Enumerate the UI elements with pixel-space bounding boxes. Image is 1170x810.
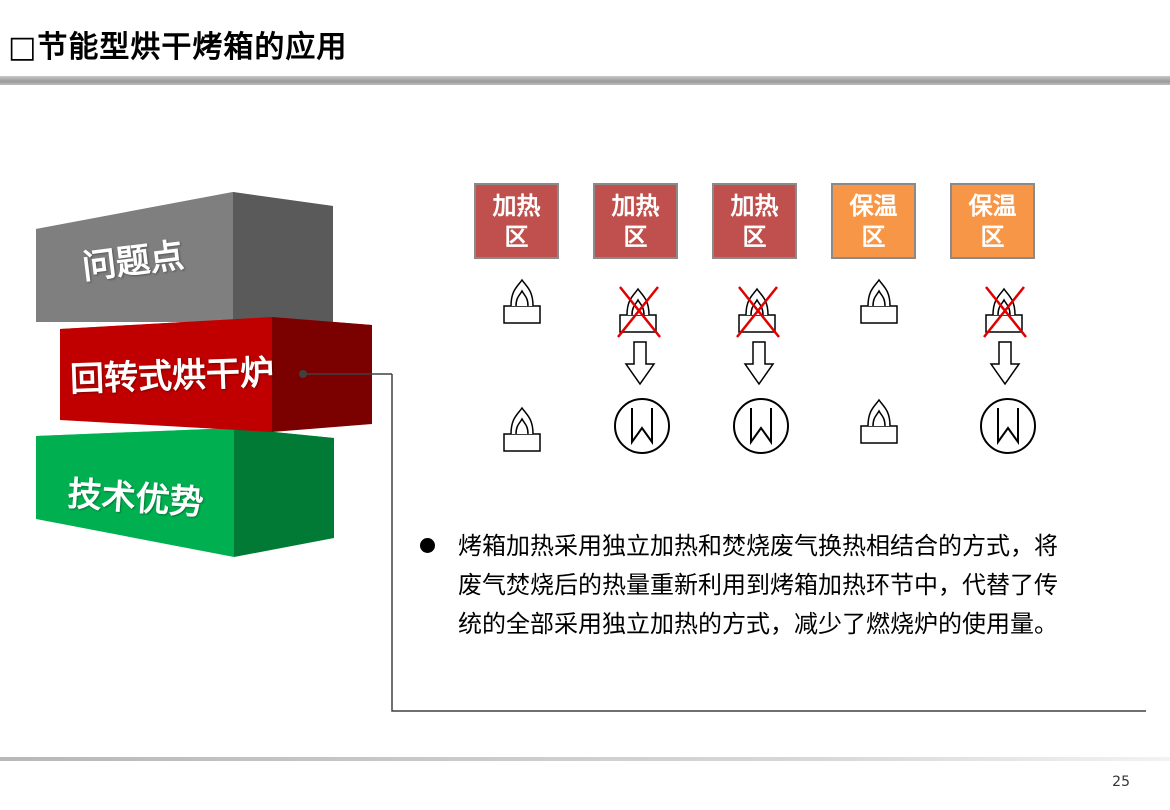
burner-icon-zone-1-lower	[503, 407, 541, 452]
description-text: 烤箱加热采用独立加热和焚烧废气换热相结合的方式，将废气焚烧后的热量重新利用到烤箱…	[458, 532, 1058, 638]
zone-label: 加热	[492, 192, 541, 220]
zone-label: 保温	[849, 192, 898, 220]
block-rotary-dryer-front	[60, 317, 272, 432]
down-arrow-icon-zone-5	[990, 341, 1020, 385]
zone-label: 加热	[730, 192, 779, 220]
zone-label: 区	[623, 223, 648, 251]
block-advantage-front	[36, 428, 234, 557]
zone-label: 加热	[611, 192, 660, 220]
page-title: □节能型烘干烤箱的应用	[8, 30, 348, 65]
zone-label: 区	[980, 223, 1005, 251]
block-label-rotary-dryer: 回转式烘干炉	[69, 352, 275, 400]
block-problem-point-side	[233, 192, 333, 322]
burner-icon-zone-4-lower	[860, 399, 898, 444]
block-problem-point-front	[36, 192, 233, 322]
block-advantage	[36, 428, 334, 557]
heat-exchanger-icon-zone-5	[980, 398, 1036, 454]
burner-disabled-icon-zone-3	[737, 287, 779, 337]
heat-exchanger-icon-zone-3	[733, 398, 789, 454]
bullet-icon	[420, 538, 435, 553]
block-problem-point	[36, 192, 333, 322]
heat-exchanger-icon-zone-2	[614, 398, 670, 454]
block-label-advantage: 技术优势	[66, 474, 205, 524]
footer-divider	[0, 757, 1170, 761]
burner-icon-zone-1	[503, 279, 541, 324]
burner-icon-zone-4	[860, 279, 898, 324]
zone-heating-3: 加热 区	[712, 183, 797, 259]
zone-label: 保温	[968, 192, 1017, 220]
zone-insulation-1: 保温 区	[831, 183, 916, 259]
connector-line	[299, 370, 1146, 712]
zone-label: 区	[504, 223, 529, 251]
burner-disabled-icon-zone-2	[618, 287, 660, 337]
zone-label: 区	[742, 223, 767, 251]
zone-insulation-2: 保温 区	[950, 183, 1035, 259]
block-advantage-side	[234, 428, 334, 557]
down-arrow-icon-zone-2	[625, 341, 655, 385]
down-arrow-icon-zone-3	[744, 341, 774, 385]
zone-heating-1: 加热 区	[474, 183, 559, 259]
connector-dot	[299, 370, 307, 378]
zone-heating-2: 加热 区	[593, 183, 678, 259]
zone-label: 区	[861, 223, 886, 251]
title-divider	[0, 76, 1170, 85]
page-number: 25	[1112, 774, 1130, 790]
burner-disabled-icon-zone-5	[984, 287, 1026, 337]
